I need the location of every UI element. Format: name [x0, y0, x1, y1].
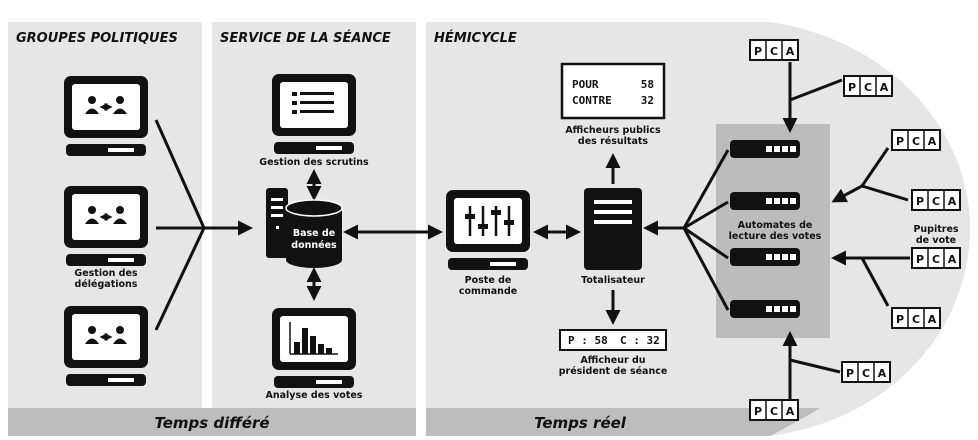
section-title-groupes: GROUPES POLITIQUES — [16, 31, 178, 46]
label-gestion-scrutins: Gestion des scrutins — [259, 157, 369, 168]
automate-links — [643, 149, 730, 311]
president-display — [559, 329, 667, 351]
label-pupitres-2: de vote — [916, 235, 956, 246]
monitor-analyse-votes — [272, 308, 356, 388]
sliders-icon — [465, 206, 514, 236]
svg-text:C: C — [932, 195, 940, 208]
monitor-delegation-top — [64, 76, 148, 156]
label-pupitres-1: Pupitres — [913, 224, 958, 235]
svg-text:P: P — [754, 45, 762, 58]
president-c: C : 32 — [620, 334, 660, 347]
totalisateur-server — [584, 188, 642, 270]
svg-text:P: P — [754, 405, 762, 418]
svg-text:A: A — [786, 45, 795, 58]
svg-text:P: P — [916, 195, 924, 208]
label-analyse-votes: Analyse des votes — [266, 390, 363, 401]
bar-chart-icon — [289, 322, 338, 355]
database-cylinder — [285, 199, 343, 268]
database-server — [266, 188, 288, 258]
label-afficheur-president-1: Afficheur du — [580, 355, 645, 366]
pupitre-links — [782, 62, 910, 400]
svg-text:A: A — [880, 81, 889, 94]
contre-value: 32 — [641, 94, 654, 107]
label-poste-1: Poste de — [465, 275, 512, 286]
automate-2 — [730, 192, 800, 210]
list-icon — [292, 92, 334, 114]
monitor-delegation-bottom — [64, 306, 148, 386]
automate-4 — [730, 300, 800, 318]
svg-text:P: P — [896, 135, 904, 148]
monitor-delegation-middle — [64, 186, 148, 266]
svg-text:P: P — [848, 81, 856, 94]
svg-text:A: A — [928, 135, 937, 148]
delegation-links — [154, 119, 253, 331]
label-automates-2: lecture des votes — [729, 231, 822, 242]
label-gestion-delegations-1: Gestion des — [74, 268, 138, 279]
svg-text:C: C — [932, 253, 940, 266]
automate-1 — [730, 140, 800, 158]
footer-band-reel — [426, 408, 820, 436]
svg-text:A: A — [948, 195, 957, 208]
monitor-gestion-scrutins — [272, 74, 356, 154]
pour-value: 58 — [641, 78, 654, 91]
svg-text:A: A — [928, 313, 937, 326]
pour-label: POUR — [572, 78, 599, 91]
label-base-1: Base de — [293, 228, 335, 239]
section-title-service: SERVICE DE LA SÉANCE — [220, 30, 391, 46]
label-afficheur-president-2: président de séance — [559, 366, 668, 377]
label-base-2: données — [291, 240, 337, 251]
svg-text:P: P — [846, 367, 854, 380]
svg-text:C: C — [770, 45, 778, 58]
monitor-poste-commande — [446, 190, 530, 270]
svg-text:A: A — [948, 253, 957, 266]
svg-text:C: C — [912, 313, 920, 326]
public-results-display — [560, 62, 666, 120]
label-afficheurs-publics-2: des résultats — [578, 136, 649, 147]
svg-text:A: A — [786, 405, 795, 418]
svg-text:C: C — [912, 135, 920, 148]
svg-text:P: P — [896, 313, 904, 326]
label-gestion-delegations-2: délégations — [75, 279, 138, 290]
automate-3 — [730, 248, 800, 266]
svg-text:C: C — [770, 405, 778, 418]
svg-text:A: A — [878, 367, 887, 380]
label-poste-2: commande — [459, 286, 517, 297]
label-afficheurs-publics-1: Afficheurs publics — [565, 125, 661, 136]
footer-temps-differe: Temps différé — [154, 414, 269, 432]
svg-text:P: P — [916, 253, 924, 266]
svg-text:C: C — [864, 81, 872, 94]
footer-temps-reel: Temps réel — [534, 414, 627, 432]
section-title-hemicycle: HÉMICYCLE — [434, 30, 517, 46]
footer-band-differe — [8, 408, 416, 436]
svg-text:C: C — [862, 367, 870, 380]
label-automates-1: Automates de — [738, 220, 813, 231]
contre-label: CONTRE — [572, 94, 612, 107]
label-totalisateur: Totalisateur — [581, 275, 645, 286]
president-p: P : 58 — [568, 334, 608, 347]
